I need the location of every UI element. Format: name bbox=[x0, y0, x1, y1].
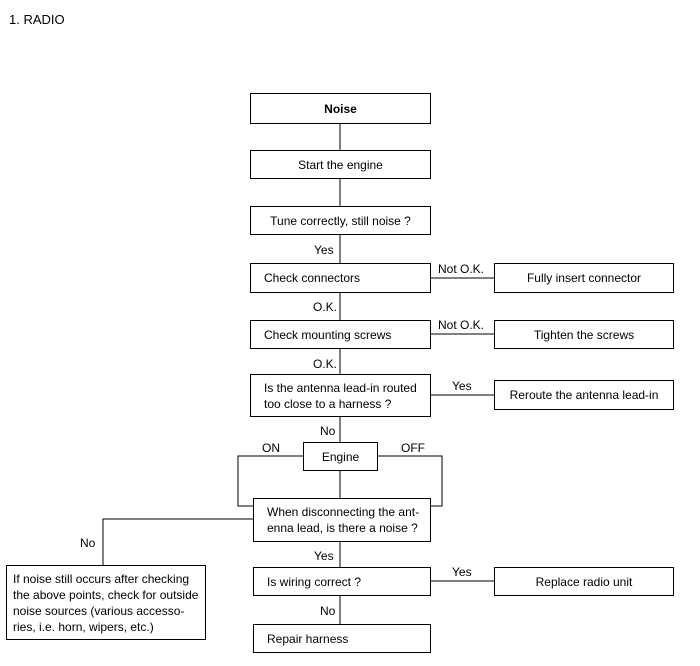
node-tune-label: Tune correctly, still noise ? bbox=[270, 213, 411, 228]
node-engine-label: Engine bbox=[321, 449, 360, 464]
node-check-connectors: Check connectors bbox=[250, 263, 431, 293]
node-start-engine-label: Start the engine bbox=[298, 157, 383, 172]
node-disconnect-question-line: enna lead, is there a noise ? bbox=[267, 521, 418, 535]
node-repair-label: Repair harness bbox=[267, 631, 349, 646]
node-check-connectors-label: Check connectors bbox=[264, 271, 361, 285]
connector-line bbox=[237, 455, 303, 507]
edge-label-ok: O.K. bbox=[313, 300, 338, 314]
edge-label-no: No bbox=[80, 536, 96, 550]
node-fully-insert: Fully insert connector bbox=[494, 263, 674, 293]
edge-label-not-ok: Not O.K. bbox=[438, 318, 485, 332]
node-wiring-label: Is wiring correct ? bbox=[267, 574, 362, 589]
node-antenna-question: Is the antenna lead-in routed too close … bbox=[250, 374, 431, 417]
node-outside-noise-line: the above points, check for outside bbox=[13, 587, 199, 602]
node-noise-label: Noise bbox=[324, 101, 357, 116]
node-outside-noise: If noise still occurs after checking the… bbox=[6, 565, 206, 640]
node-outside-noise-line: If noise still occurs after checking bbox=[13, 571, 190, 586]
edge-label-yes: Yes bbox=[314, 549, 334, 563]
connector-line bbox=[377, 455, 443, 507]
node-check-screws-label: Check mounting screws bbox=[264, 327, 392, 342]
edge-label-off: OFF bbox=[401, 441, 425, 455]
node-disconnect-question: When disconnecting the ant- enna lead, i… bbox=[253, 498, 431, 542]
node-outside-noise-line: noise sources (various accesso- bbox=[13, 603, 185, 618]
connector-line bbox=[102, 518, 253, 565]
node-antenna-question-line: Is the antenna lead-in routed bbox=[264, 380, 417, 395]
edge-label-ok: O.K. bbox=[313, 357, 338, 371]
node-reroute-label: Reroute the antenna lead-in bbox=[509, 388, 659, 402]
edge-label-yes: Yes bbox=[452, 565, 472, 579]
node-replace: Replace radio unit bbox=[494, 567, 674, 596]
node-replace-label: Replace radio unit bbox=[535, 574, 633, 589]
node-noise: Noise bbox=[250, 93, 431, 124]
edge-label-no: No bbox=[320, 424, 336, 438]
node-tighten-label: Tighten the screws bbox=[533, 327, 635, 342]
node-tune: Tune correctly, still noise ? bbox=[250, 206, 431, 235]
node-antenna-question-line: too close to a harness ? bbox=[264, 396, 392, 411]
section-header: 1. RADIO bbox=[9, 12, 65, 27]
edge-label-yes: Yes bbox=[314, 243, 334, 257]
edge-label-not-ok: Not O.K. bbox=[438, 262, 485, 276]
node-reroute: Reroute the antenna lead-in bbox=[494, 380, 674, 410]
node-engine: Engine bbox=[303, 442, 378, 471]
node-fully-insert-label: Fully insert connector bbox=[526, 271, 642, 285]
node-tighten: Tighten the screws bbox=[494, 320, 674, 349]
node-start-engine: Start the engine bbox=[250, 150, 431, 179]
node-wiring: Is wiring correct ? bbox=[253, 567, 431, 596]
node-disconnect-question-line: When disconnecting the ant- bbox=[267, 505, 420, 519]
node-outside-noise-line: ries, i.e. horn, wipers, etc.) bbox=[13, 619, 154, 634]
edge-label-no: No bbox=[320, 604, 336, 618]
edge-label-on: ON bbox=[262, 441, 280, 455]
edge-label-yes: Yes bbox=[452, 379, 472, 393]
node-repair: Repair harness bbox=[253, 624, 431, 653]
node-check-screws: Check mounting screws bbox=[250, 320, 431, 349]
